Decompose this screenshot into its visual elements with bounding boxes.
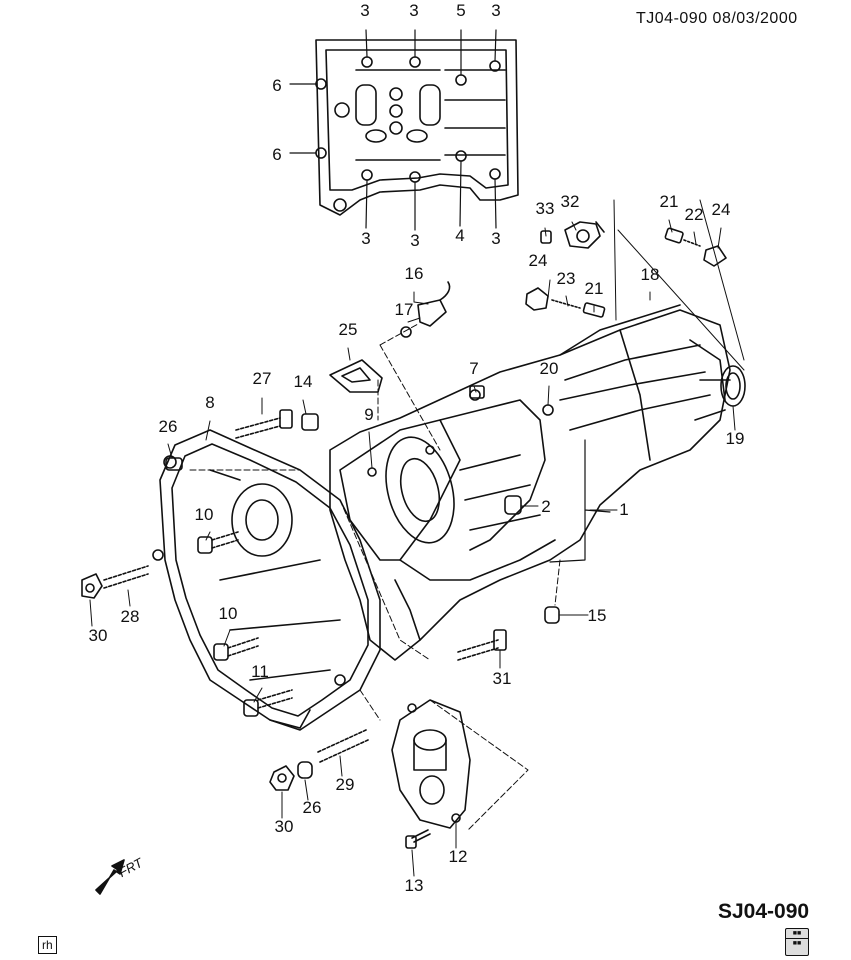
callout-12: 12 [449,847,468,866]
callout-3: 3 [410,231,419,250]
callout-19: 19 [726,429,745,448]
callout-26: 26 [303,798,322,817]
callout-1: 1 [619,500,628,519]
callout-21: 21 [585,279,604,298]
callout-25: 25 [339,320,358,339]
fasteners [81,385,560,849]
gasket-25 [329,359,383,393]
callout-11: 11 [251,662,269,681]
callout-4: 4 [455,226,464,245]
callout-2: 2 [541,497,550,516]
callout-6: 6 [272,145,281,164]
drawing-code: SJ04-090 [718,900,810,923]
callout-3: 3 [409,1,418,20]
front-direction-arrow [95,859,125,895]
callout-24: 24 [529,251,548,270]
callout-3: 3 [361,229,370,248]
callout-3: 3 [491,229,500,248]
callout-28: 28 [121,607,140,626]
callout-27: 27 [253,369,272,388]
callout-30: 30 [89,626,108,645]
callout-26: 26 [159,417,178,436]
drawing-ref-date: TJ04-090 08/03/2000 [636,10,798,27]
callout-30: 30 [275,817,294,836]
callout-20: 20 [540,359,559,378]
callout-29: 29 [336,775,355,794]
callout-3: 3 [360,1,369,20]
callout-17: 17 [395,300,414,319]
rh-box: rh [38,936,57,954]
callout-18: 18 [641,265,660,284]
callout-10: 10 [219,604,238,623]
switch-parts-upper-right [525,199,745,371]
callout-7: 7 [469,359,478,378]
callout-23: 23 [557,269,576,288]
callout-22: 22 [685,205,704,224]
callout-32: 32 [561,192,580,211]
callout-14: 14 [294,372,313,391]
callout-8: 8 [205,393,214,412]
bearing-retainer-12 [391,699,471,829]
callout-9: 9 [364,405,373,424]
callout-31: 31 [493,669,512,688]
sensor-16-17 [379,281,451,451]
callout-33: 33 [536,199,555,218]
callout-3: 3 [491,1,500,20]
callout-16: 16 [405,264,424,283]
leader-lines [89,219,736,877]
callout-10: 10 [195,505,214,524]
transmission-case [329,304,746,661]
callout-21: 21 [660,192,679,211]
brand-logo: ■■■■ [785,928,809,956]
callout-13: 13 [405,876,424,895]
clutch-housing [152,429,381,731]
callout-6: 6 [272,76,281,95]
cover-plate-detail [315,39,519,216]
callout-24: 24 [712,200,731,219]
callout-15: 15 [588,606,607,625]
callout-5: 5 [456,1,465,20]
